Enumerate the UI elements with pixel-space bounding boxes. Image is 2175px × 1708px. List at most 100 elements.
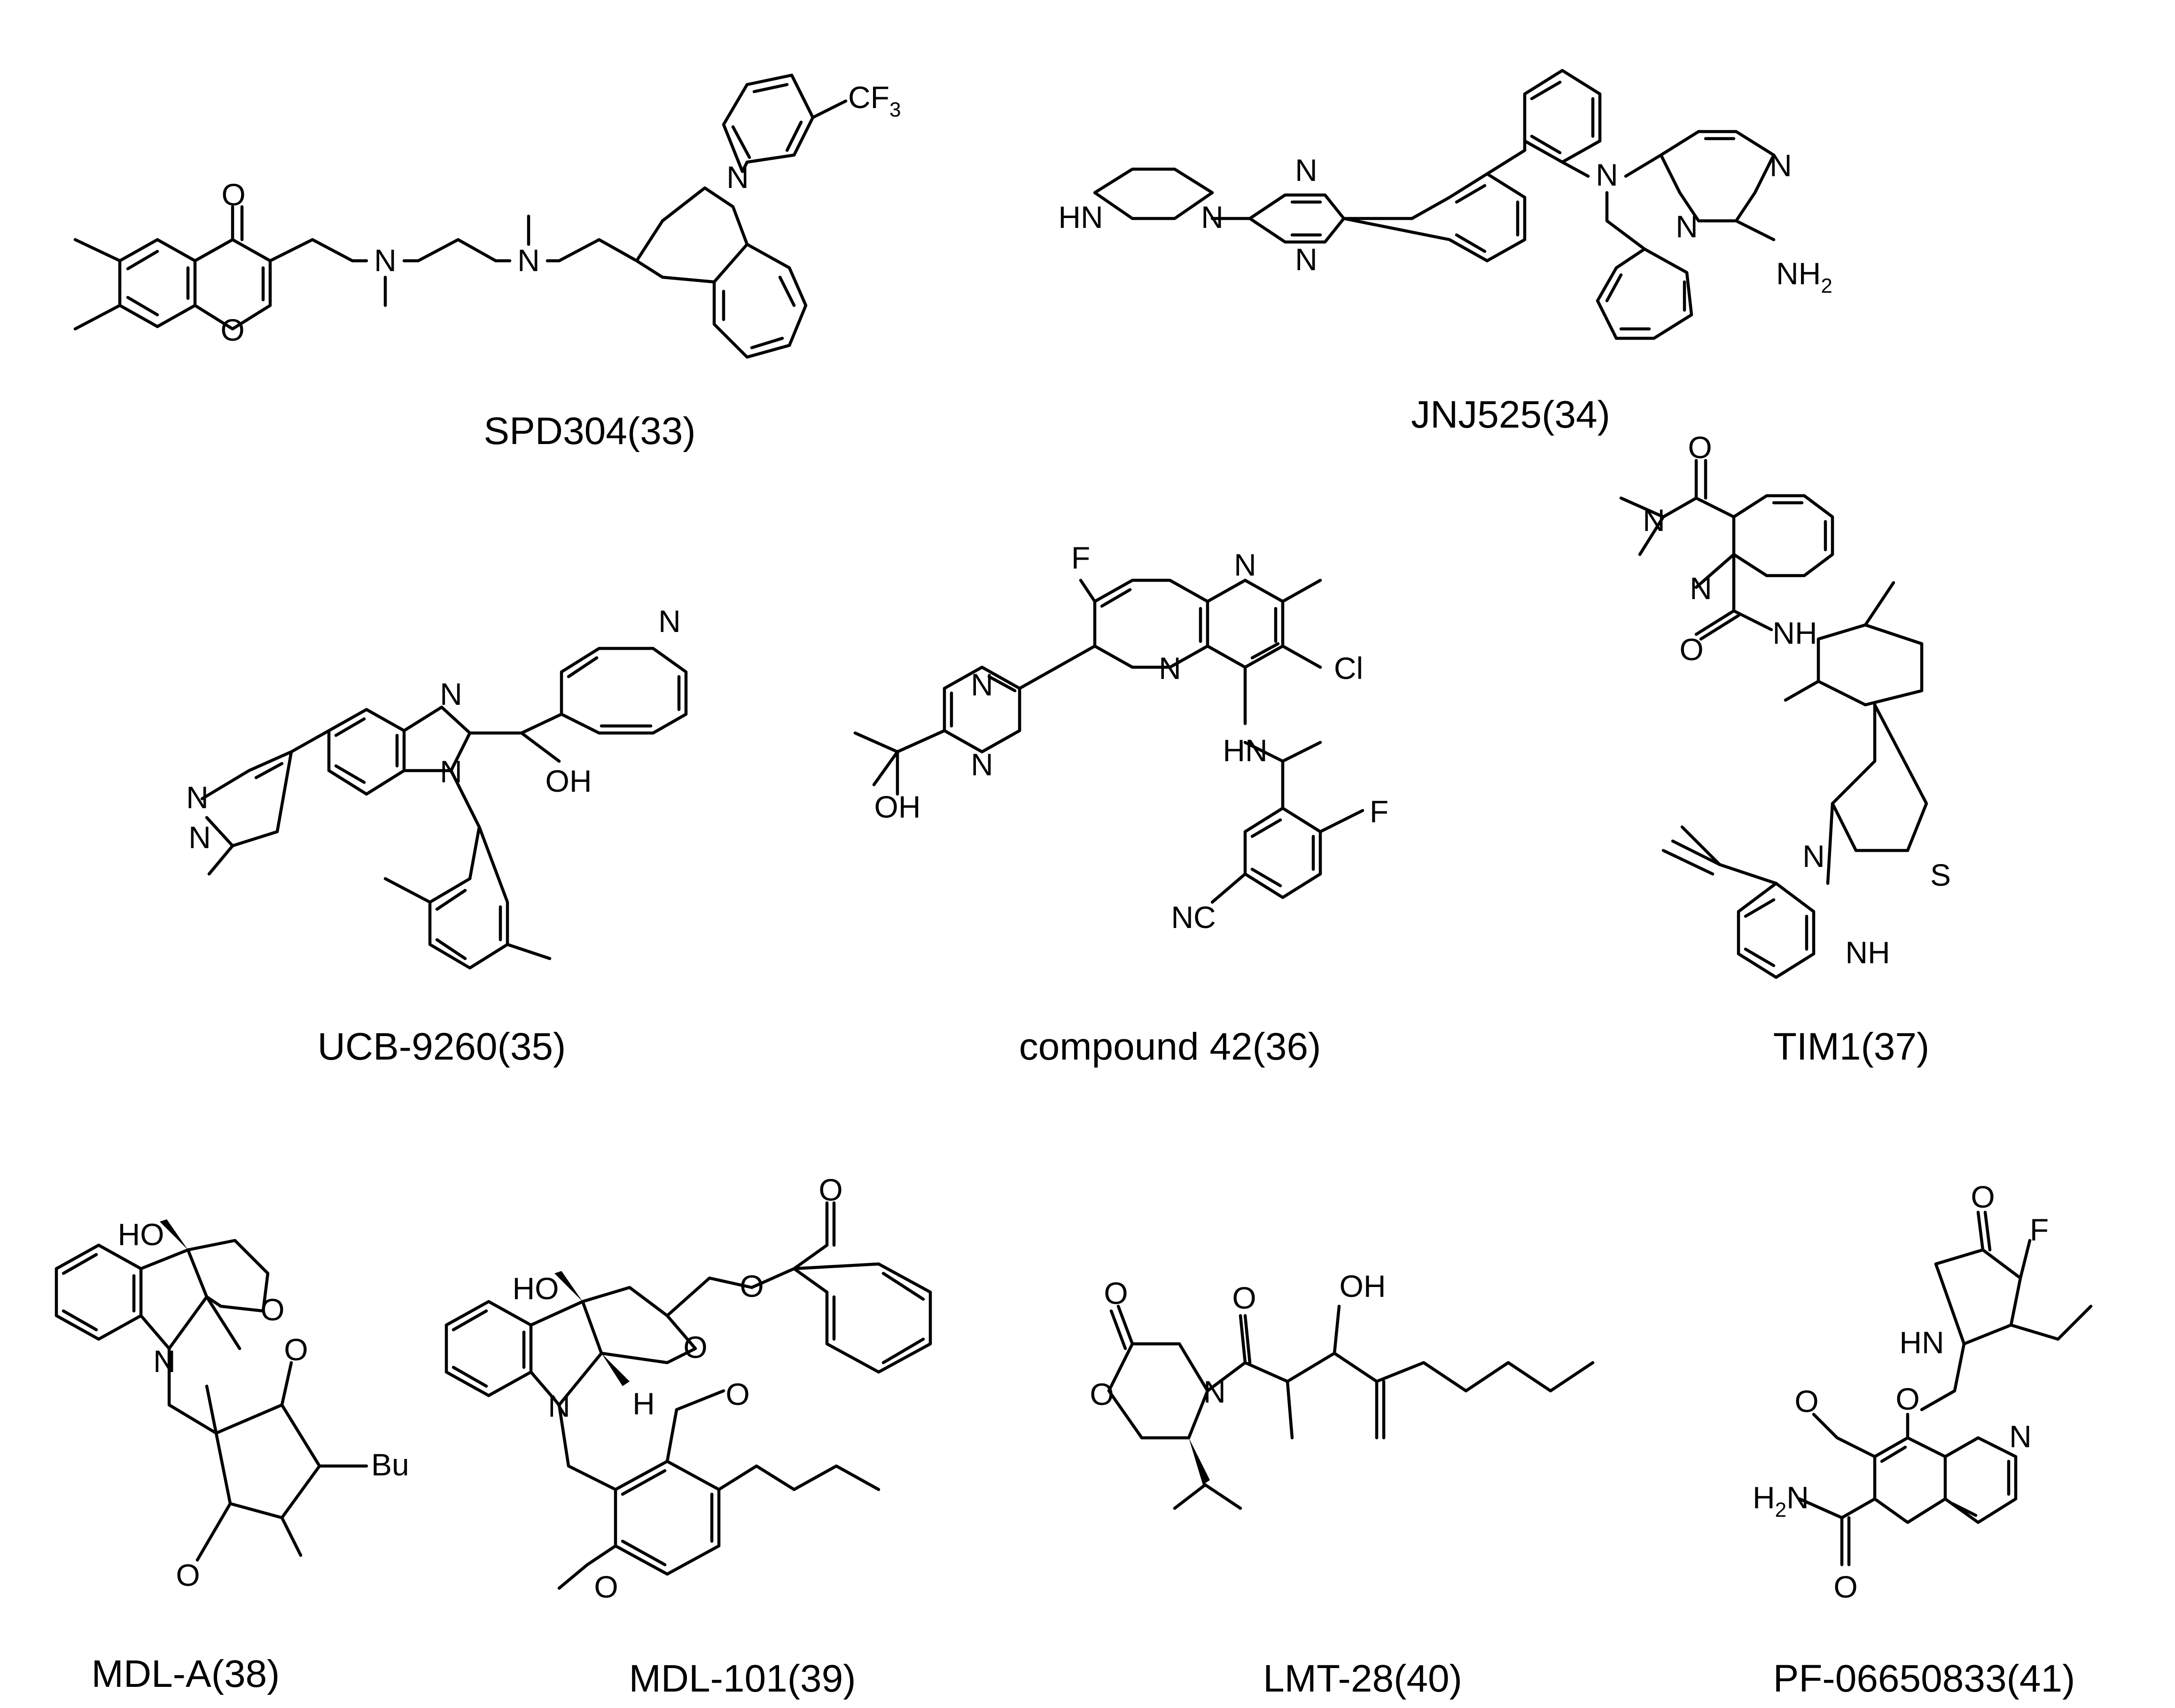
bond [468, 712, 563, 763]
bond [853, 729, 946, 796]
atom-N: N [548, 1388, 570, 1423]
atom-N: N [1770, 148, 1792, 183]
atom-OH: OH [1340, 1269, 1386, 1303]
bond [1560, 153, 1663, 251]
atom-N: N [374, 243, 397, 278]
bond [1342, 172, 1527, 263]
bond [635, 186, 749, 284]
bond [1737, 881, 1816, 979]
bond [195, 1361, 368, 1562]
atom-N: N [440, 754, 462, 789]
bond [55, 1243, 143, 1341]
atom-F: F [1071, 540, 1090, 575]
bond [1831, 703, 1928, 852]
atom-OH: OH [546, 764, 592, 798]
bond [712, 242, 808, 359]
bond [750, 1243, 932, 1374]
bond [1055, 578, 1097, 669]
atom-N: N [658, 604, 681, 639]
wedge-bond [160, 1219, 188, 1250]
bond [2009, 1239, 2093, 1341]
bond [1530, 80, 1595, 155]
bond [214, 1403, 321, 1520]
structure-pf06650833: O F HN O N O H2N O PF-06650833(41) [1753, 1179, 2093, 1700]
atom-O: O [819, 1172, 842, 1207]
bond [1375, 1380, 1386, 1440]
atom-N: N [2009, 1419, 2032, 1454]
bond [383, 877, 552, 960]
caption-spd304: SPD304(33) [483, 410, 695, 452]
bond [722, 275, 796, 350]
bond [1250, 818, 1315, 888]
wedge-bond [601, 1353, 630, 1386]
bond [1250, 607, 1280, 660]
atom-N: N [1295, 153, 1317, 187]
caption-tim1: TIM1(37) [1773, 1025, 1930, 1068]
bond [62, 1253, 136, 1332]
atom-N: N [1802, 839, 1825, 873]
caption-mdl101: MDL-101(39) [629, 1657, 856, 1700]
bond [560, 647, 688, 735]
atom-N: N [1201, 200, 1224, 234]
atom-O: O [1895, 1381, 1919, 1416]
atom-H2N: H2N [1753, 1480, 1809, 1521]
bond [825, 1201, 836, 1247]
structure-mdl101: HO O N H O O O O MDL-101(39) [444, 1172, 932, 1700]
bond [167, 1347, 218, 1435]
bond [832, 1271, 925, 1365]
bond [1107, 1342, 1209, 1440]
caption-mdla: MDL-A(38) [92, 1653, 280, 1695]
bond [1659, 130, 1776, 223]
bond [1100, 588, 1202, 643]
bond [444, 1300, 533, 1397]
bond [1920, 1342, 1966, 1412]
bond [1976, 1210, 1992, 1252]
atom-N: N [1596, 157, 1618, 192]
bond [1798, 1497, 1877, 1567]
bond [193, 238, 272, 331]
bond [1661, 459, 1736, 519]
atom-O: O [220, 312, 244, 347]
bond [1596, 247, 1693, 340]
atom-N: N [1295, 242, 1317, 277]
atom-H: H [632, 1386, 655, 1421]
atom-N: N [188, 820, 211, 855]
bond [186, 1239, 270, 1313]
structure-mdla: HO O N O O Bu MDL-A(38) [55, 1217, 409, 1695]
bond [449, 769, 481, 829]
bond [614, 1459, 721, 1576]
atom-N: N [971, 747, 993, 782]
bond [567, 656, 681, 728]
bond [1243, 1351, 1595, 1393]
bond [1880, 1445, 2011, 1517]
bond [1694, 553, 1773, 641]
atom-O: O [221, 177, 245, 212]
bond [200, 750, 293, 848]
bond [1455, 184, 1520, 253]
atom-OH: OH [874, 789, 921, 824]
bond [1906, 1412, 2018, 1524]
caption-lmt28: LMT-28(40) [1263, 1657, 1462, 1700]
bond [383, 214, 530, 307]
bond [289, 708, 406, 796]
atom-O: O [1971, 1179, 1995, 1214]
bond [722, 73, 815, 173]
bond [1093, 578, 1209, 669]
bond [665, 1276, 754, 1318]
atom-NC: NC [1171, 900, 1216, 935]
bond [581, 1286, 697, 1365]
structure-lmt28: O O N O OH LMT-28(40) [1090, 1269, 1595, 1700]
caption-compound42: compound 42(36) [1019, 1025, 1321, 1068]
bond [334, 717, 399, 784]
bond [811, 99, 848, 119]
atom-N: N [1676, 209, 1698, 244]
atom-HO: HO [513, 1271, 559, 1306]
bond [205, 1295, 242, 1350]
bond [557, 1389, 881, 1590]
atom-O: O [1232, 1280, 1256, 1315]
wedge-bond [1189, 1438, 1210, 1485]
atom-HN: HN [1899, 1325, 1944, 1360]
atom-N: N [517, 243, 540, 278]
caption-jnj525: JNJ525(34) [1411, 393, 1610, 436]
